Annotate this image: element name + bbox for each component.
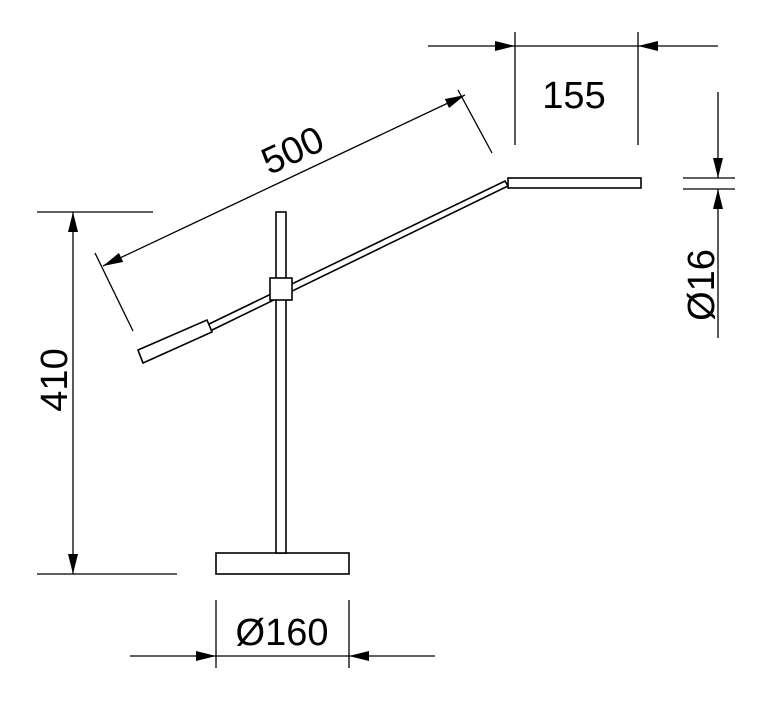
dimension-label: 410: [34, 348, 76, 411]
dimension-label: Ø160: [236, 612, 329, 654]
lamp-handle: [136, 318, 214, 365]
dimension-arm-length: 500: [94, 89, 493, 332]
dimension-label: Ø16: [681, 249, 723, 321]
lamp: [136, 177, 642, 575]
dimension-height: 410: [34, 211, 177, 575]
lamp-head: [507, 177, 642, 189]
dimension-head-thickness: Ø16: [681, 92, 735, 338]
dimension-base-diameter: Ø160: [130, 600, 435, 668]
lamp-base: [215, 552, 350, 575]
dimension-head-length: 155: [428, 32, 718, 145]
lamp-joint: [269, 277, 293, 301]
dimension-label: 500: [255, 119, 330, 184]
lamp-arm: [205, 179, 510, 333]
dimension-label: 155: [542, 75, 605, 117]
lamp-pole: [275, 211, 287, 554]
